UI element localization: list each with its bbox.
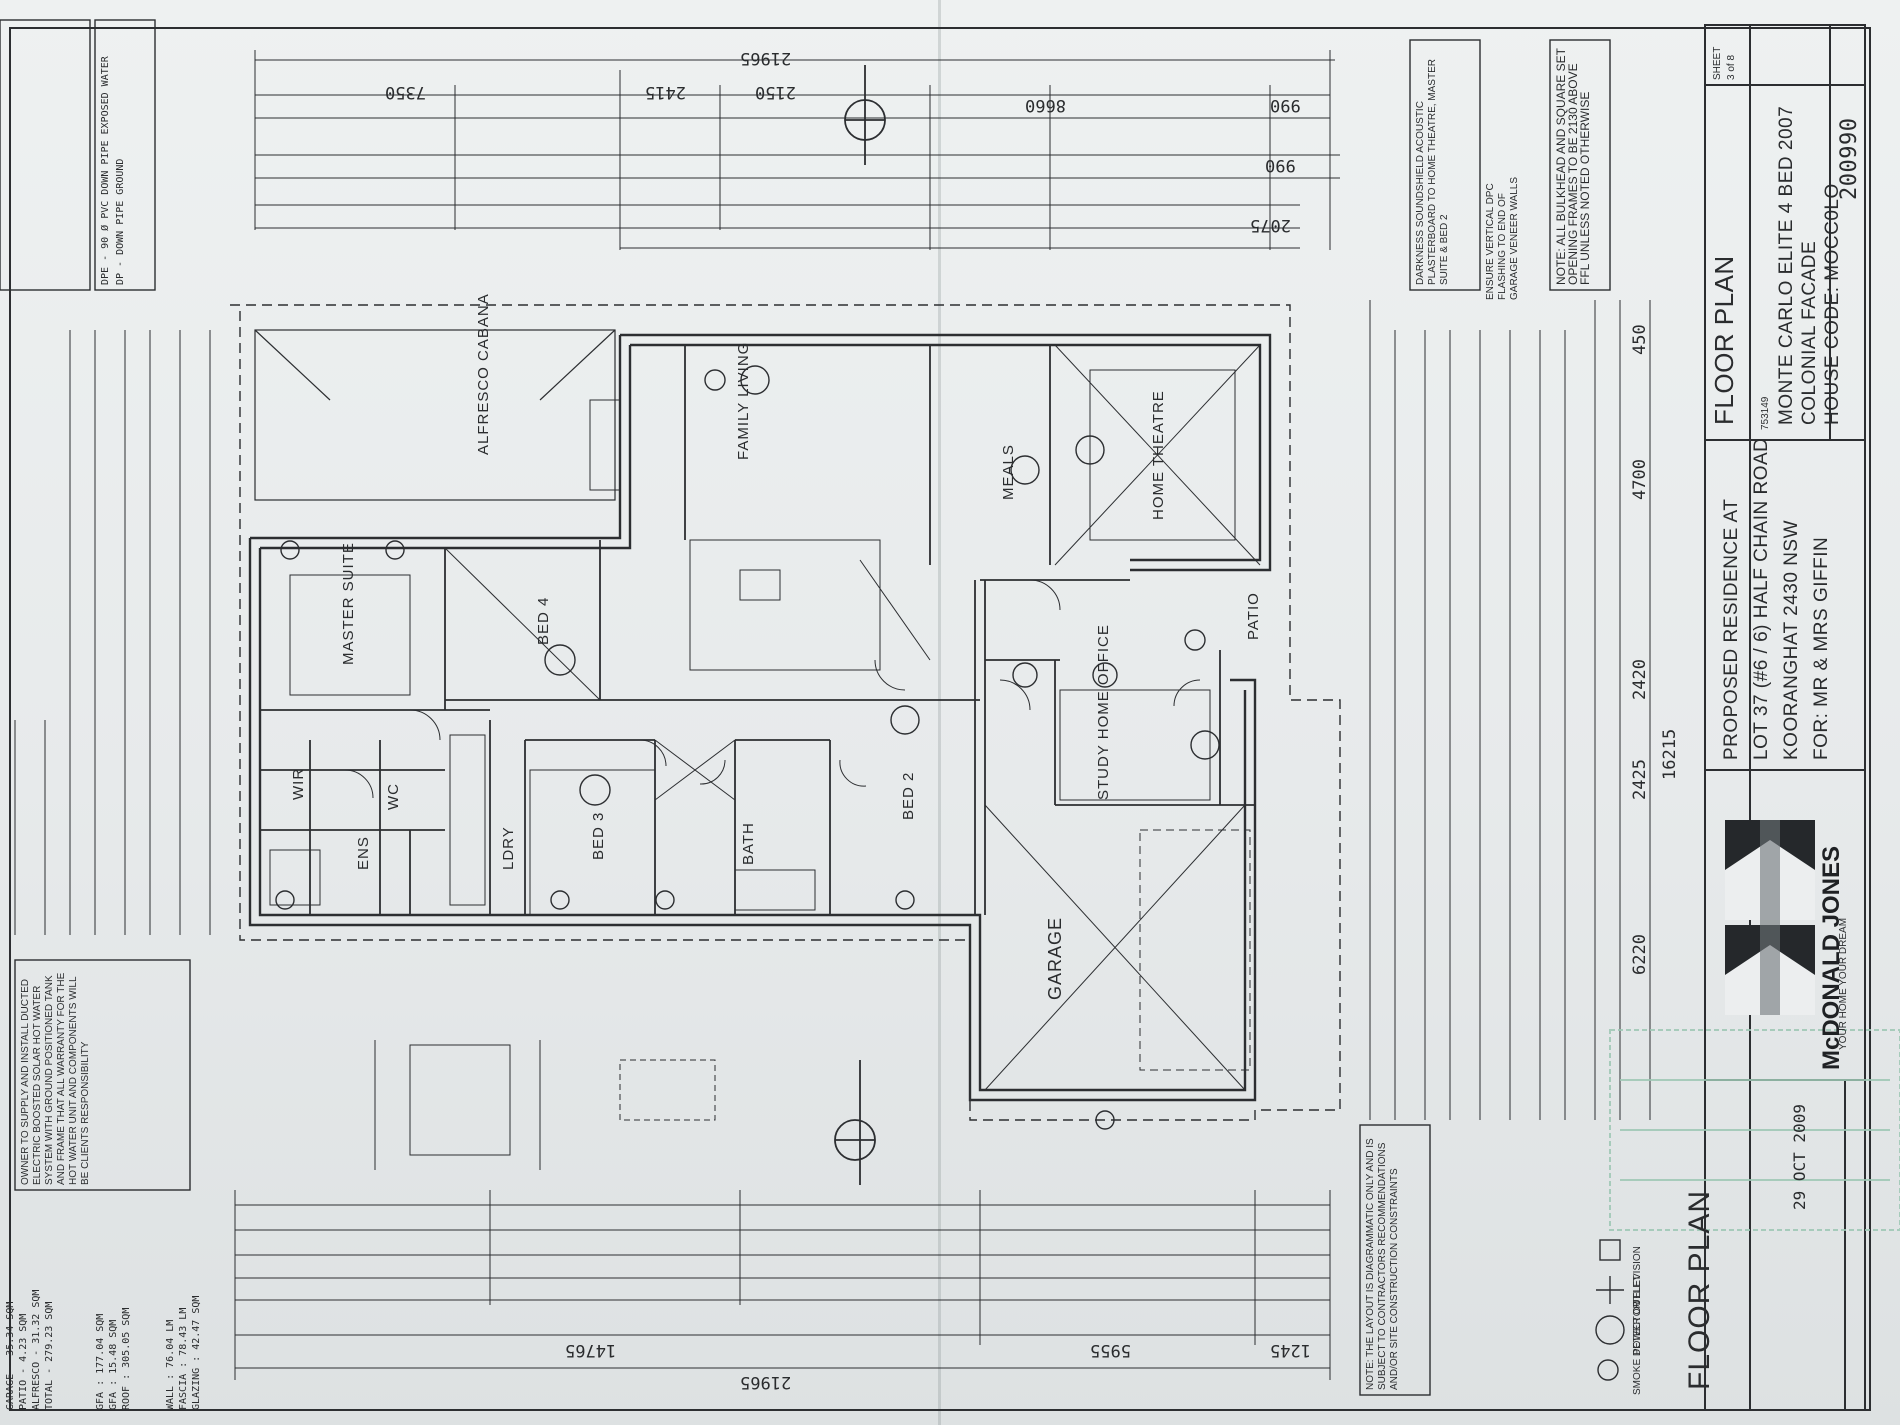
brand-logo bbox=[1725, 820, 1815, 1015]
job-number: 753149 bbox=[1760, 396, 1771, 430]
note-acoustic: DARKNESS SOUNDSHIELD ACOUSTIC PLASTERBOA… bbox=[1415, 59, 1450, 285]
date-stamp: 29 OCT 2009 bbox=[1790, 1104, 1809, 1210]
title-block-plan-label: FLOOR PLAN bbox=[1709, 255, 1739, 425]
right-dimension-lines bbox=[1369, 300, 1651, 1120]
dim-bottom-left: 14765 bbox=[565, 1340, 617, 1360]
room-label-ldry: LDRY bbox=[500, 826, 517, 870]
room-label-study: STUDY HOME OFFICE bbox=[1095, 624, 1112, 800]
room-label-wc: WC bbox=[385, 783, 402, 810]
project-line-2: LOT 37 (#6 / 6) HALF CHAIN ROAD bbox=[1751, 437, 1772, 760]
brand-tagline: YOUR HOME YOUR DREAM bbox=[1838, 917, 1849, 1050]
dim-top-mid-b: 2150 bbox=[755, 82, 796, 102]
dim-right-overall: 16215 bbox=[1660, 728, 1680, 780]
project-line-1: PROPOSED RESIDENCE AT bbox=[1721, 498, 1742, 760]
dim-right-d: 2425 bbox=[1630, 759, 1650, 800]
legend-television: TELEVISION bbox=[1632, 1246, 1643, 1305]
dim-top-left: 7350 bbox=[385, 82, 426, 102]
exterior-walls bbox=[248, 333, 1272, 1102]
area-total: TOTAL - 279.23 SQM bbox=[44, 1301, 55, 1410]
note-dp: DP - DOWN PIPE GROUND bbox=[115, 158, 126, 285]
area-gfa-2: GFA : 15.48 SQM bbox=[108, 1319, 119, 1410]
room-label-master: MASTER SUITE bbox=[340, 542, 357, 665]
note-layout-diagrammatic: NOTE: THE LAYOUT IS DIAGRAMMATIC ONLY AN… bbox=[1365, 1138, 1400, 1390]
area-garage: GARAGE - 35.34 SQM bbox=[5, 1301, 16, 1410]
room-label-wir: WIR bbox=[290, 767, 307, 800]
dim-bottom-mid: 5955 bbox=[1090, 1340, 1131, 1360]
design-line-1: MONTE CARLO ELITE 4 BED 2007 bbox=[1776, 105, 1797, 425]
room-label-bed4: BED 4 bbox=[535, 596, 552, 645]
room-label-theatre: HOME THEATRE bbox=[1150, 390, 1167, 520]
room-label-ens: ENS bbox=[355, 836, 372, 870]
note-dpe: DPE - 90 Ø PVC DOWN PIPE EXPOSED WATER bbox=[100, 56, 111, 285]
design-line-3: HOUSE CODE: MOCC0LO bbox=[1822, 183, 1843, 425]
dim-right-a: 450 bbox=[1630, 324, 1650, 355]
dim-bottom-overall: 21965 bbox=[740, 1372, 792, 1392]
note-dpc-flashing: ENSURE VERTICAL DPC FLASHING TO END OF G… bbox=[1485, 177, 1520, 300]
dim-top-overall: 21965 bbox=[740, 48, 792, 68]
section-markers bbox=[834, 65, 886, 1185]
dim-top-right: 8660 bbox=[1025, 95, 1066, 115]
area-roof: ROOF : 305.05 SQM bbox=[121, 1307, 132, 1410]
area-patio: PATIO - 4.23 SQM bbox=[18, 1313, 29, 1410]
sheet-number-label: SHEET bbox=[1712, 46, 1723, 80]
dim-right-b: 4700 bbox=[1630, 459, 1650, 500]
room-label-patio: PATIO bbox=[1245, 592, 1262, 640]
area-alfresco: ALFRESCO - 31.32 SQM bbox=[31, 1289, 42, 1410]
project-line-4: FOR: MR & MRS GIFFIN bbox=[1811, 536, 1832, 760]
room-label-bed2: BED 2 bbox=[900, 771, 917, 820]
room-details bbox=[269, 369, 1251, 1071]
paper-fold bbox=[938, 0, 941, 1425]
fixture-symbols bbox=[275, 365, 1220, 1130]
note-owner-hot-water: OWNER TO SUPPLY AND INSTALL DUCTED ELECT… bbox=[20, 972, 91, 1185]
left-dimension-lines bbox=[14, 330, 211, 935]
alfresco-outline bbox=[254, 329, 616, 501]
room-label-garage: GARAGE bbox=[1045, 916, 1065, 1000]
legend-symbols bbox=[1595, 1239, 1625, 1381]
design-line-2: COLONIAL FACADE bbox=[1799, 240, 1820, 425]
sheet-number-value: 3 of 8 bbox=[1726, 54, 1737, 80]
sheet-border bbox=[9, 27, 1871, 1411]
note-boxes bbox=[0, 19, 1611, 1396]
area-gfa-1: GFA : 177.04 SQM bbox=[95, 1313, 106, 1410]
room-label-family: FAMILY LIVING bbox=[735, 341, 752, 460]
roof-outline bbox=[230, 304, 1341, 1121]
door-swings bbox=[344, 579, 1201, 799]
room-label-bed3: BED 3 bbox=[590, 811, 607, 860]
dim-bottom-right: 1245 bbox=[1270, 1340, 1311, 1360]
dim-right-e: 6220 bbox=[1630, 934, 1650, 975]
room-label-alfresco: ALFRESCO CABANA bbox=[475, 293, 492, 455]
note-bulkhead: NOTE: ALL BULKHEAD AND SQUARE SET OPENIN… bbox=[1554, 48, 1592, 285]
floor-plan-label: FLOOR PLAN bbox=[1683, 1189, 1716, 1390]
room-label-meals: MEALS bbox=[1000, 444, 1017, 500]
area-glazing: GLAZING : 42.47 SQM bbox=[191, 1295, 202, 1410]
bottom-dimension-lines bbox=[234, 1190, 1331, 1380]
approval-stamp bbox=[1609, 1029, 1900, 1231]
ceiling-diagonals bbox=[444, 344, 1261, 1091]
area-wall: WALL : 76.04 LM bbox=[165, 1319, 176, 1410]
dim-top-row3-end: 2075 bbox=[1250, 215, 1291, 235]
top-dimension-lines bbox=[254, 50, 1340, 250]
project-line-3: KOORANGHAT 2430 NSW bbox=[1781, 519, 1802, 760]
dim-top-end: 990 bbox=[1270, 95, 1301, 115]
dim-right-c: 2420 bbox=[1630, 659, 1650, 700]
dim-top-mid-a: 2415 bbox=[645, 82, 686, 102]
room-label-bath: BATH bbox=[740, 822, 757, 865]
porch-detail bbox=[374, 1040, 716, 1170]
dim-top-end-b: 990 bbox=[1265, 155, 1296, 175]
contract-number: 200990 bbox=[1837, 117, 1862, 200]
area-fascia: FASCIA : 78.43 LM bbox=[178, 1307, 189, 1410]
